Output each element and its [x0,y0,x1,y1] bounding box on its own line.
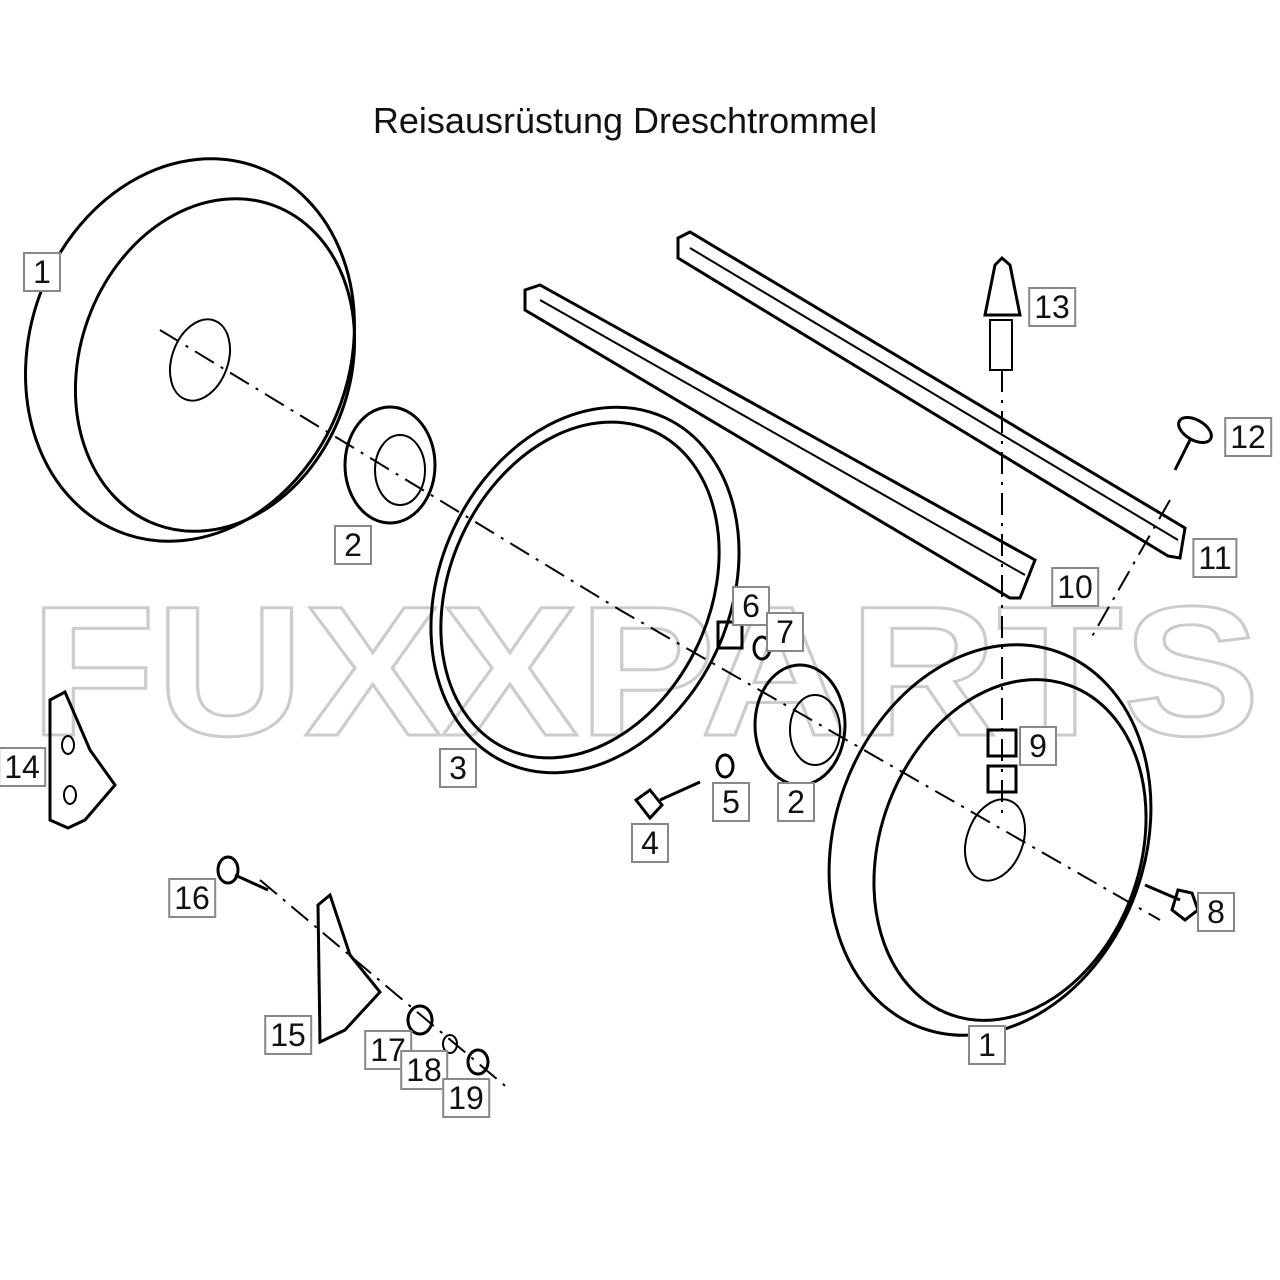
callout-18: 18 [400,1050,448,1090]
callout-19: 19 [442,1078,490,1118]
callout-15: 15 [264,1015,312,1055]
callout-8: 8 [1197,892,1235,932]
ring-3 [429,405,741,775]
callout-2b: 2 [777,782,815,822]
callout-6: 6 [732,586,770,626]
hub-2-top [343,405,437,525]
bolt-12 [1173,416,1213,471]
callout-12: 12 [1224,417,1272,457]
callout-2: 2 [334,525,372,565]
callout-1b: 1 [968,1025,1006,1065]
washer-18 [442,1034,458,1054]
callout-11: 11 [1192,538,1238,578]
bolt-8 [1144,883,1200,922]
plate-15 [316,892,382,1045]
callout-17: 17 [364,1030,412,1070]
callout-10: 10 [1051,567,1099,607]
washer-17 [406,1004,434,1036]
diagram-title: Reisausrüstung Dreschtrommel [372,100,878,141]
callout-1: 1 [23,252,61,292]
nut-19 [466,1048,490,1076]
plate-14 [48,689,117,830]
callout-14: 14 [0,747,46,787]
callout-3: 3 [439,748,477,788]
wheel-disc-1-top [24,157,357,543]
nut-9a [986,728,1018,758]
washer-5 [715,753,735,779]
wheel-disc-1-bottom [827,643,1153,1037]
callout-7: 7 [766,612,804,652]
callout-16: 16 [168,878,216,918]
callout-13: 13 [1028,287,1076,327]
callout-4: 4 [631,823,669,863]
bolt-13 [983,255,1022,371]
bolt-16 [216,855,269,892]
callout-9: 9 [1019,726,1057,766]
bolt-4 [633,780,701,821]
callout-5: 5 [712,782,750,822]
rasp-bar-10 [523,283,1037,600]
nut-9b [986,764,1018,794]
rasp-bar-11 [676,230,1187,560]
nut-6 [716,620,744,650]
